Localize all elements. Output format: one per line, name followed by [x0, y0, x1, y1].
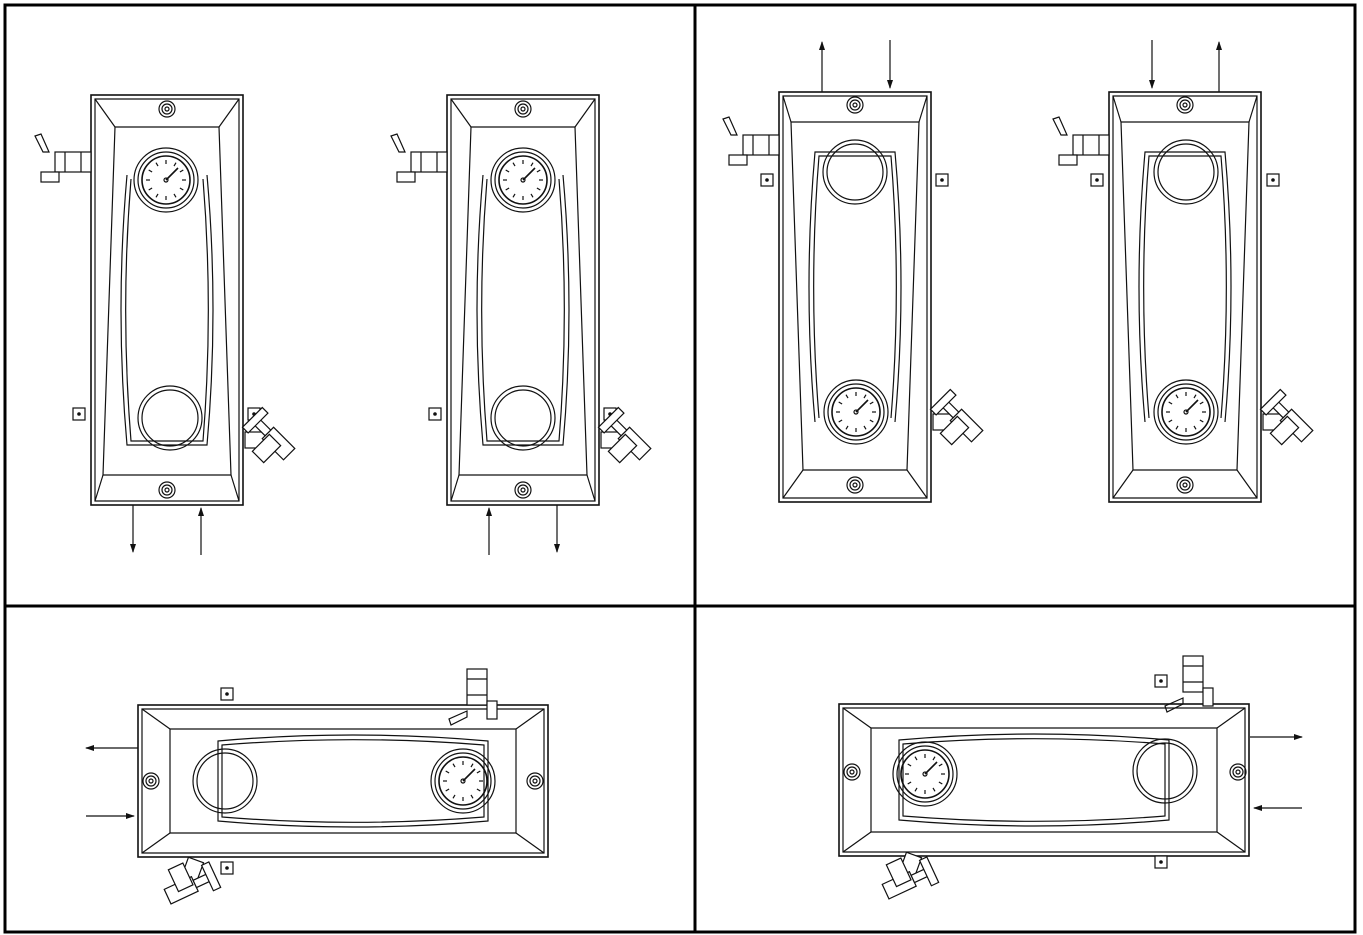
bracket-tab	[760, 173, 774, 187]
heater-body	[838, 703, 1250, 857]
screw-icon	[1176, 476, 1194, 494]
screw-icon	[1229, 763, 1247, 781]
drain-valve-icon	[154, 848, 229, 923]
safety-valve-icon	[34, 133, 92, 183]
panel-5	[85, 668, 549, 923]
screw-icon	[846, 476, 864, 494]
panel-grid	[3, 3, 1357, 934]
panel-4	[1052, 40, 1318, 503]
bracket-tab	[1154, 855, 1168, 869]
bracket-tab	[1090, 173, 1104, 187]
screw-icon	[514, 481, 532, 499]
pressure-gauge-icon	[430, 748, 496, 814]
bracket-tab	[72, 407, 86, 421]
bracket-tab	[1266, 173, 1280, 187]
bracket-tab	[220, 687, 234, 701]
panel-3	[722, 40, 988, 503]
inspection-window	[192, 748, 258, 814]
safety-valve-icon	[722, 116, 780, 166]
screw-icon	[843, 763, 861, 781]
bracket-tab	[428, 407, 442, 421]
inspection-window	[1153, 139, 1219, 205]
pressure-gauge-icon	[1153, 379, 1219, 445]
drain-valve-icon	[929, 388, 988, 447]
safety-valve-icon	[448, 668, 498, 726]
panel-1	[34, 94, 300, 555]
drain-valve-icon	[1259, 388, 1318, 447]
screw-icon	[514, 100, 532, 118]
bracket-tab	[1154, 674, 1168, 688]
bracket-tab	[935, 173, 949, 187]
pressure-gauge-icon	[490, 147, 556, 213]
screw-icon	[846, 96, 864, 114]
pressure-gauge-icon	[823, 379, 889, 445]
screw-icon	[1176, 96, 1194, 114]
inspection-window	[822, 139, 888, 205]
bracket-tab	[220, 861, 234, 875]
safety-valve-icon	[1052, 116, 1110, 166]
screw-icon	[526, 772, 544, 790]
safety-valve-icon	[390, 133, 448, 183]
pressure-gauge-icon	[133, 147, 199, 213]
screw-icon	[158, 100, 176, 118]
screw-icon	[158, 481, 176, 499]
panel-6	[838, 655, 1303, 918]
panel-2	[390, 94, 656, 555]
screw-icon	[142, 772, 160, 790]
